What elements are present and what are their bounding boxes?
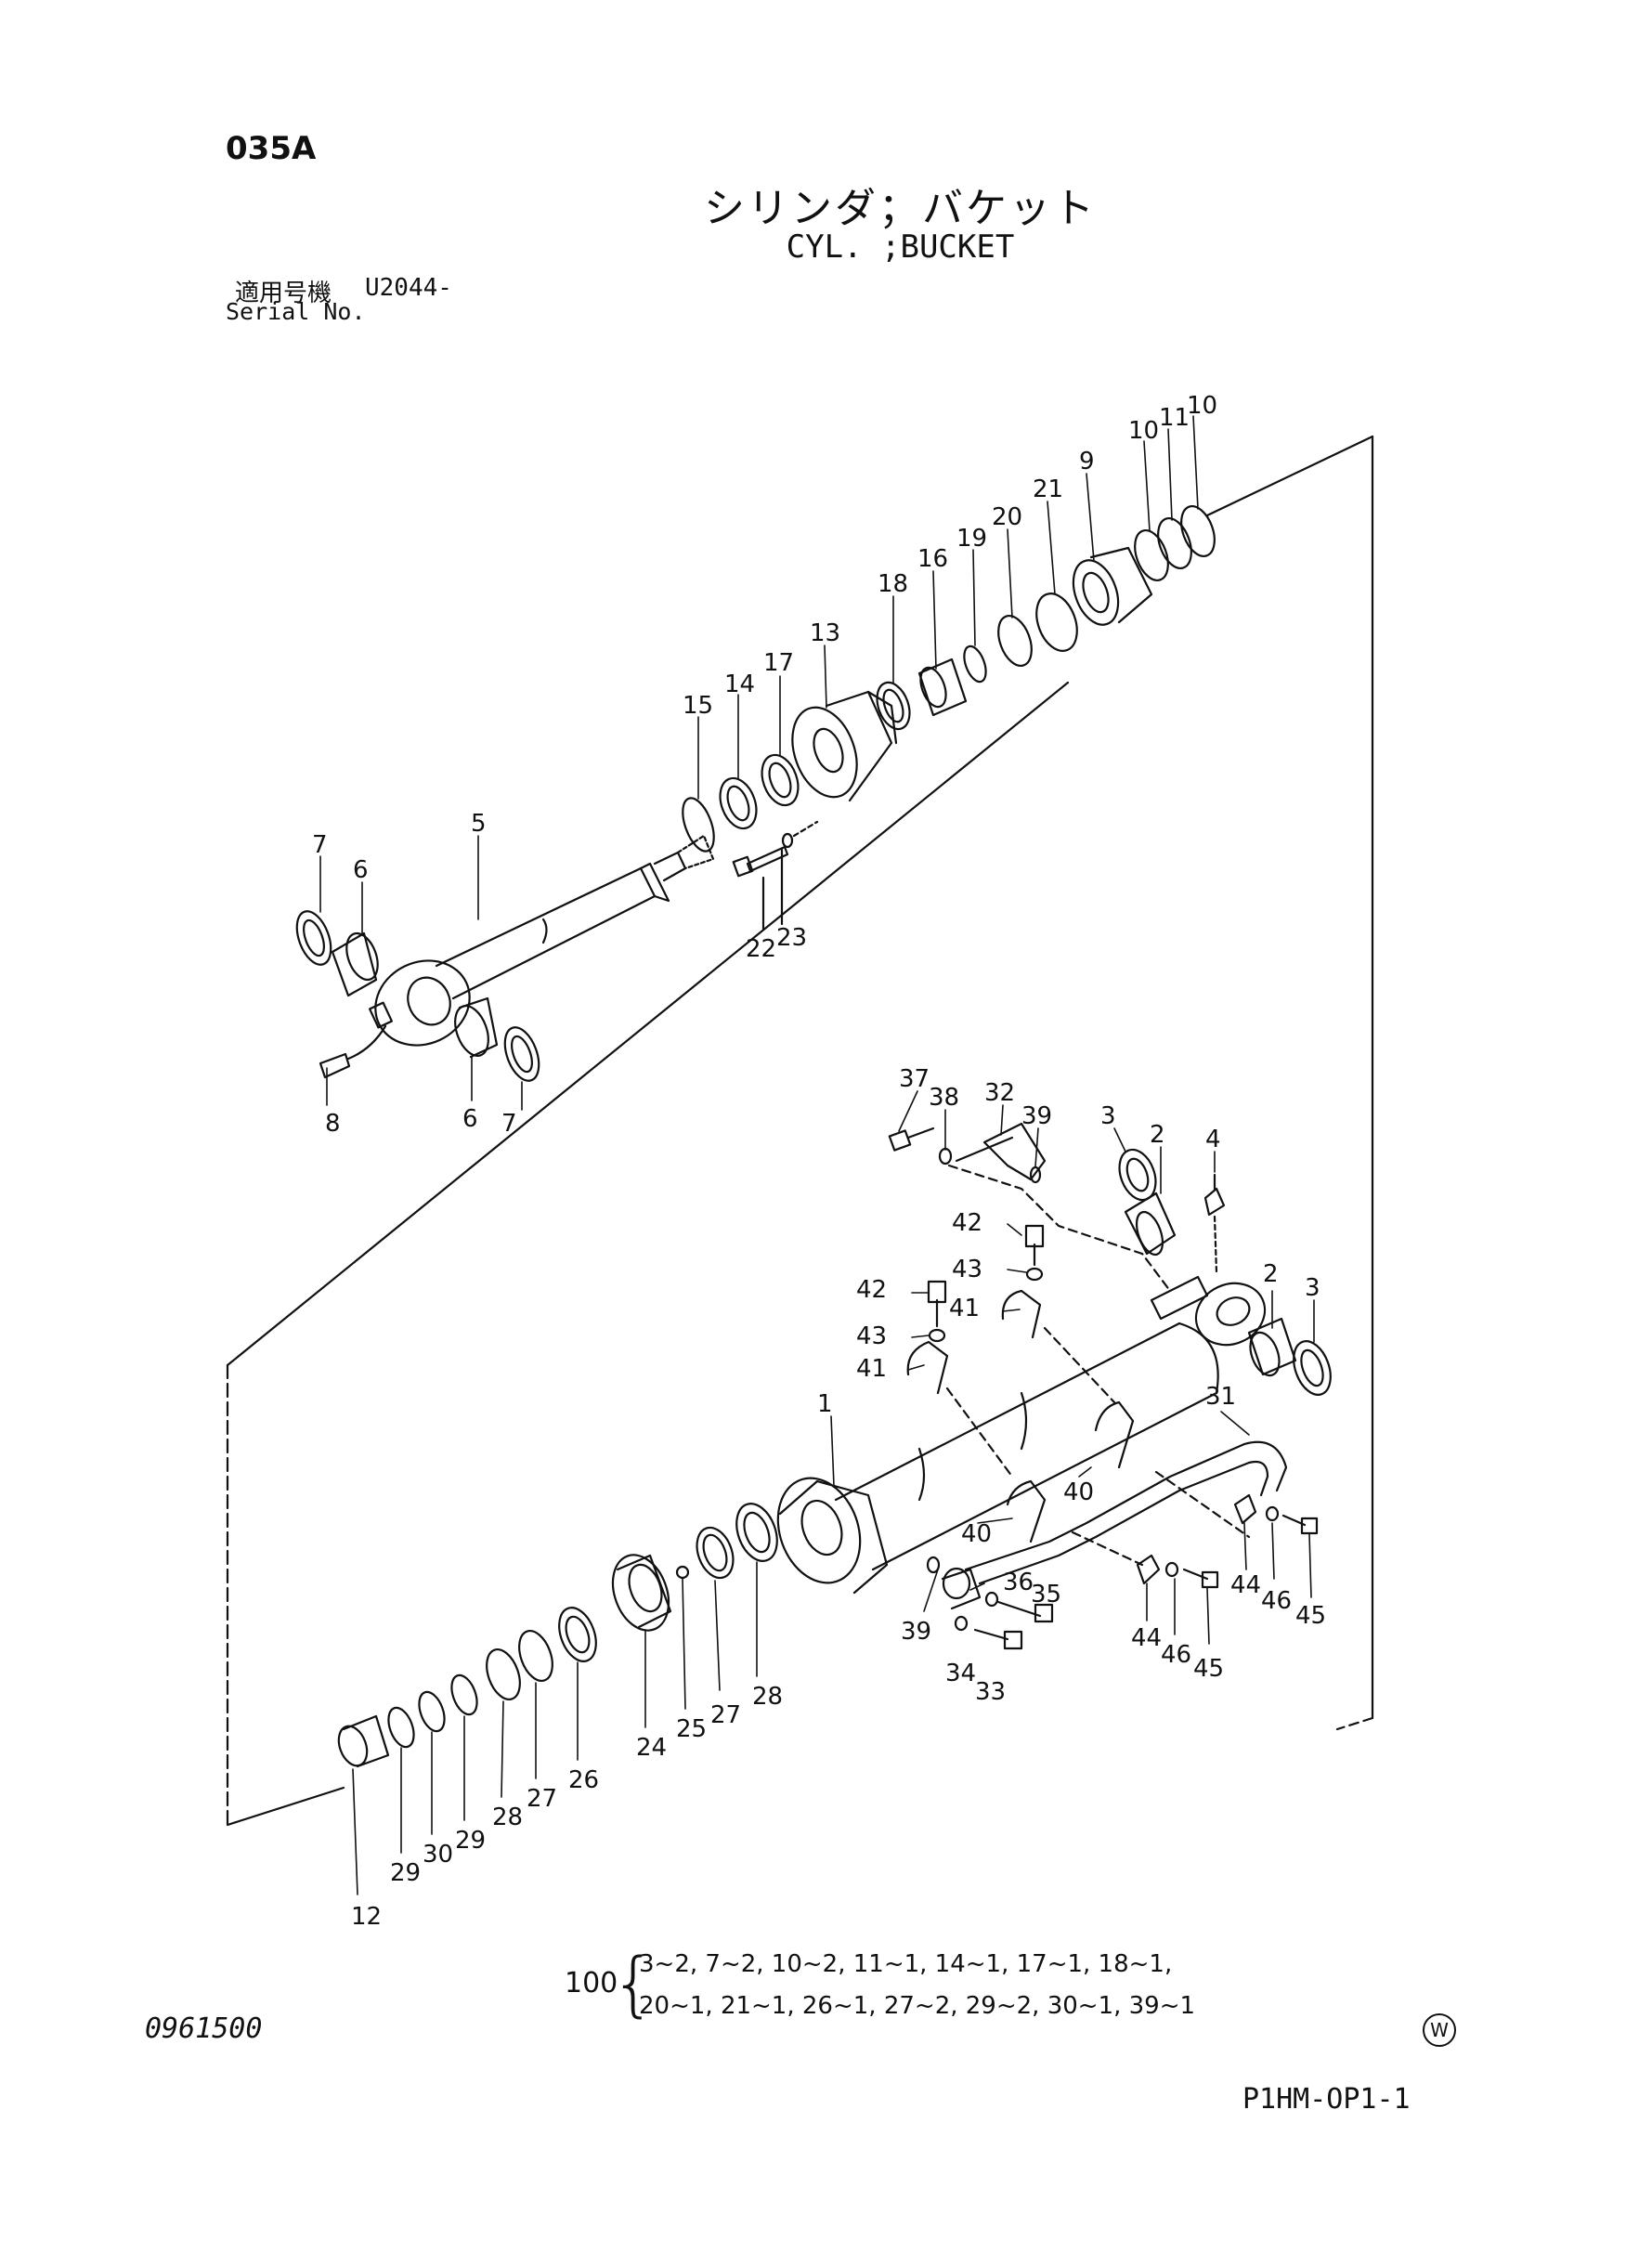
serial-number-value: U2044- <box>365 274 452 302</box>
callout-3: 3 <box>1305 1274 1320 1302</box>
callout-29: 29 <box>455 1827 486 1855</box>
callout-39: 39 <box>1021 1102 1052 1130</box>
callout-22: 22 <box>746 935 776 963</box>
callout-23: 23 <box>776 924 807 952</box>
brace-symbol: { <box>611 1942 657 2025</box>
callout-18: 18 <box>878 570 908 598</box>
serial-label-japanese: 適用号機 <box>235 280 332 307</box>
callouts: 10 11 10 9 21 20 19 16 18 13 17 14 15 5 … <box>312 392 1326 1931</box>
callout-1: 1 <box>817 1390 833 1418</box>
page-code: 035A <box>226 130 317 167</box>
callout-46: 46 <box>1261 1587 1292 1615</box>
callout-12: 12 <box>351 1903 382 1931</box>
callout-2: 2 <box>1150 1121 1165 1149</box>
callout-6: 6 <box>462 1105 478 1133</box>
callout-19: 19 <box>956 525 987 553</box>
title-japanese: シリンダ；バケット <box>704 185 1097 232</box>
callout-31: 31 <box>1205 1383 1236 1411</box>
callout-37: 37 <box>899 1065 930 1093</box>
callout-28: 28 <box>492 1804 523 1831</box>
callout-43: 43 <box>952 1256 982 1283</box>
callout-7: 7 <box>501 1110 517 1138</box>
callout-40: 40 <box>961 1520 992 1548</box>
callout-9: 9 <box>1079 448 1095 475</box>
callout-13: 13 <box>810 619 840 647</box>
title-english: CYL. ;BUCKET <box>786 228 1015 266</box>
callout-34: 34 <box>945 1660 976 1687</box>
callout-16: 16 <box>917 545 948 573</box>
callout-28: 28 <box>752 1683 783 1711</box>
callout-17: 17 <box>763 649 794 677</box>
circled-w-mark: W <box>1423 2013 1456 2047</box>
callout-11: 11 <box>1159 404 1190 432</box>
callout-41: 41 <box>856 1355 887 1383</box>
callout-44: 44 <box>1131 1624 1162 1652</box>
callout-29: 29 <box>390 1859 421 1887</box>
callout-4: 4 <box>1205 1126 1221 1153</box>
callout-35: 35 <box>1031 1581 1061 1608</box>
document-number: 0961500 <box>145 2012 263 2045</box>
sheet-id: P1HM-OP1-1 <box>1242 2083 1411 2116</box>
callout-39: 39 <box>901 1618 931 1646</box>
callout-40: 40 <box>1063 1478 1094 1506</box>
callout-30: 30 <box>423 1841 453 1869</box>
callout-20: 20 <box>992 503 1022 531</box>
callout-7: 7 <box>312 831 328 859</box>
piston-parts <box>337 1503 778 1768</box>
callout-45: 45 <box>1295 1602 1326 1630</box>
cylinder-tube-assembly <box>776 1122 1332 1650</box>
callout-6: 6 <box>353 856 369 884</box>
callout-27: 27 <box>710 1701 741 1729</box>
leader-lines <box>319 415 1315 1895</box>
callout-27: 27 <box>527 1785 557 1813</box>
callout-5: 5 <box>471 810 487 838</box>
callout-14: 14 <box>724 671 755 698</box>
callout-45: 45 <box>1193 1655 1224 1683</box>
callout-21: 21 <box>1033 475 1063 503</box>
callout-33: 33 <box>975 1678 1006 1706</box>
callout-42: 42 <box>856 1276 887 1304</box>
callout-38: 38 <box>929 1084 959 1112</box>
callout-24: 24 <box>636 1734 667 1762</box>
callout-8: 8 <box>325 1110 341 1138</box>
callout-46: 46 <box>1161 1641 1191 1669</box>
callout-15: 15 <box>683 692 713 720</box>
seal-kit-contents-line-2: 20~1, 21~1, 26~1, 27~2, 29~2, 30~1, 39~1 <box>639 1992 1196 2020</box>
callout-32: 32 <box>984 1079 1015 1107</box>
callout-44: 44 <box>1230 1571 1261 1599</box>
callout-10: 10 <box>1128 417 1159 445</box>
callout-26: 26 <box>568 1766 599 1794</box>
piston-rod-assembly <box>295 505 1216 1082</box>
seal-kit-contents-line-1: 3~2, 7~2, 10~2, 11~1, 14~1, 17~1, 18~1, <box>639 1950 1173 1978</box>
serial-label-english: Serial No. <box>226 298 366 325</box>
callout-43: 43 <box>856 1322 887 1350</box>
seal-kit-number: 100 <box>565 1967 618 1999</box>
callout-41: 41 <box>949 1295 980 1322</box>
callout-2: 2 <box>1263 1260 1279 1288</box>
callout-3: 3 <box>1100 1102 1116 1130</box>
callout-10: 10 <box>1187 392 1217 420</box>
callout-36: 36 <box>1003 1569 1034 1596</box>
callout-42: 42 <box>952 1209 982 1237</box>
boundary-lines <box>226 435 1374 1827</box>
callout-25: 25 <box>676 1715 707 1743</box>
